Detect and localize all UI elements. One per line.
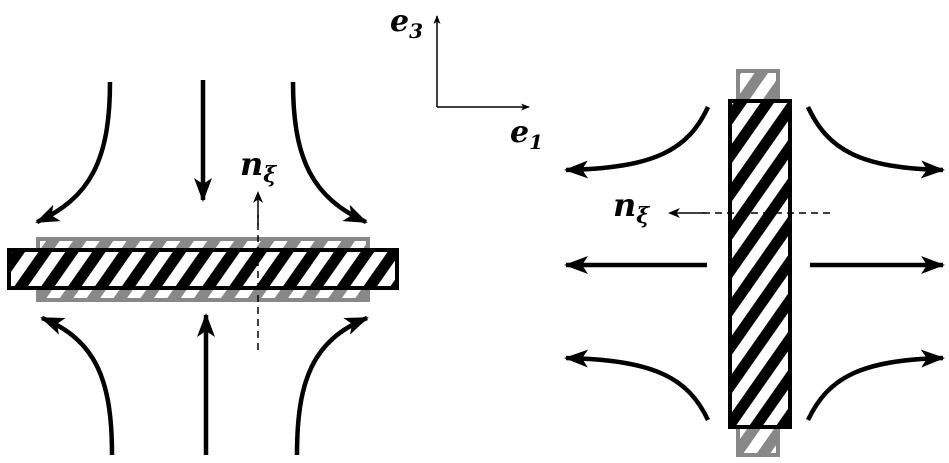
e3-label: e3 — [390, 4, 423, 43]
right-flow-left-top — [564, 106, 711, 179]
left-flow-top-right — [290, 81, 368, 225]
right-flow-right-top — [805, 106, 945, 179]
coordinate-axes: e3 e1 — [390, 4, 543, 154]
left-normal-label: nξ — [240, 145, 277, 188]
left-deformed-plate — [7, 248, 399, 290]
right-normal-label: nξ — [613, 186, 650, 229]
left-flow-bottom-left — [40, 315, 115, 456]
right-flow-right-bottom — [805, 349, 945, 421]
right-deformed-plate — [728, 99, 792, 429]
right-flow-left-bottom — [564, 349, 711, 421]
right-panel: nξ — [564, 69, 945, 457]
left-flow-bottom-right — [294, 315, 369, 456]
e1-label: e1 — [510, 115, 543, 154]
left-panel: nξ — [7, 80, 399, 456]
left-flow-top-left — [35, 81, 113, 225]
